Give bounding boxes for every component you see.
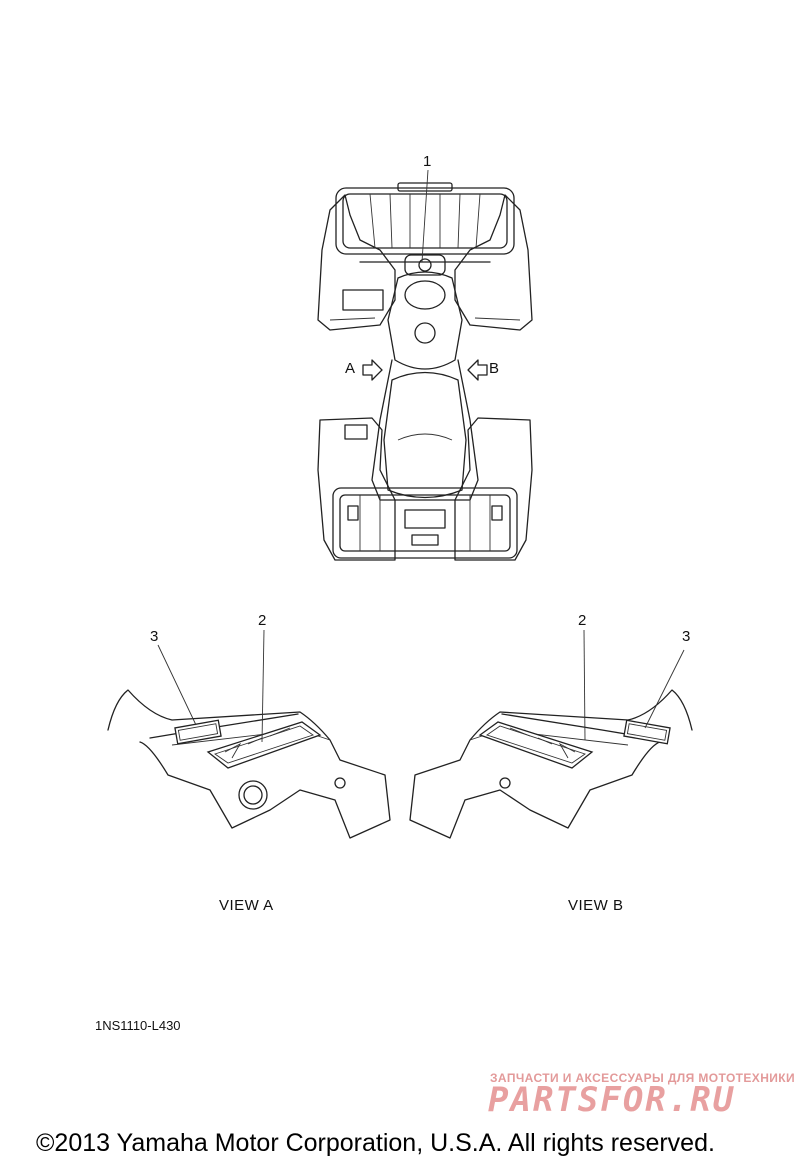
- view-a-drawing: [107, 629, 391, 839]
- watermark-tagline: ЗАПЧАСТИ И АКСЕССУАРЫ ДЛЯ МОТОТЕХНИКИ: [490, 1071, 796, 1085]
- view-b-drawing: [409, 629, 693, 839]
- callout-3-view-a: 3: [150, 628, 159, 645]
- arrow-a-label: A: [345, 360, 356, 377]
- watermark-brand: PARTSFOR.RU: [488, 1080, 736, 1120]
- view-a-label: VIEW A: [219, 897, 274, 914]
- arrow-a-icon: [362, 359, 383, 381]
- view-b-label: VIEW B: [568, 897, 624, 914]
- callout-1: 1: [423, 153, 432, 170]
- copyright-notice: ©2013 Yamaha Motor Corporation, U.S.A. A…: [36, 1129, 715, 1157]
- diagram-code: 1NS1110-L430: [95, 1018, 181, 1033]
- callout-2-view-a: 2: [258, 612, 267, 629]
- callout-2-view-b: 2: [578, 612, 587, 629]
- atv-top-view: [317, 169, 533, 561]
- arrow-b-icon: [467, 359, 488, 381]
- callout-3-view-b: 3: [682, 628, 691, 645]
- arrow-b-label: B: [489, 360, 500, 377]
